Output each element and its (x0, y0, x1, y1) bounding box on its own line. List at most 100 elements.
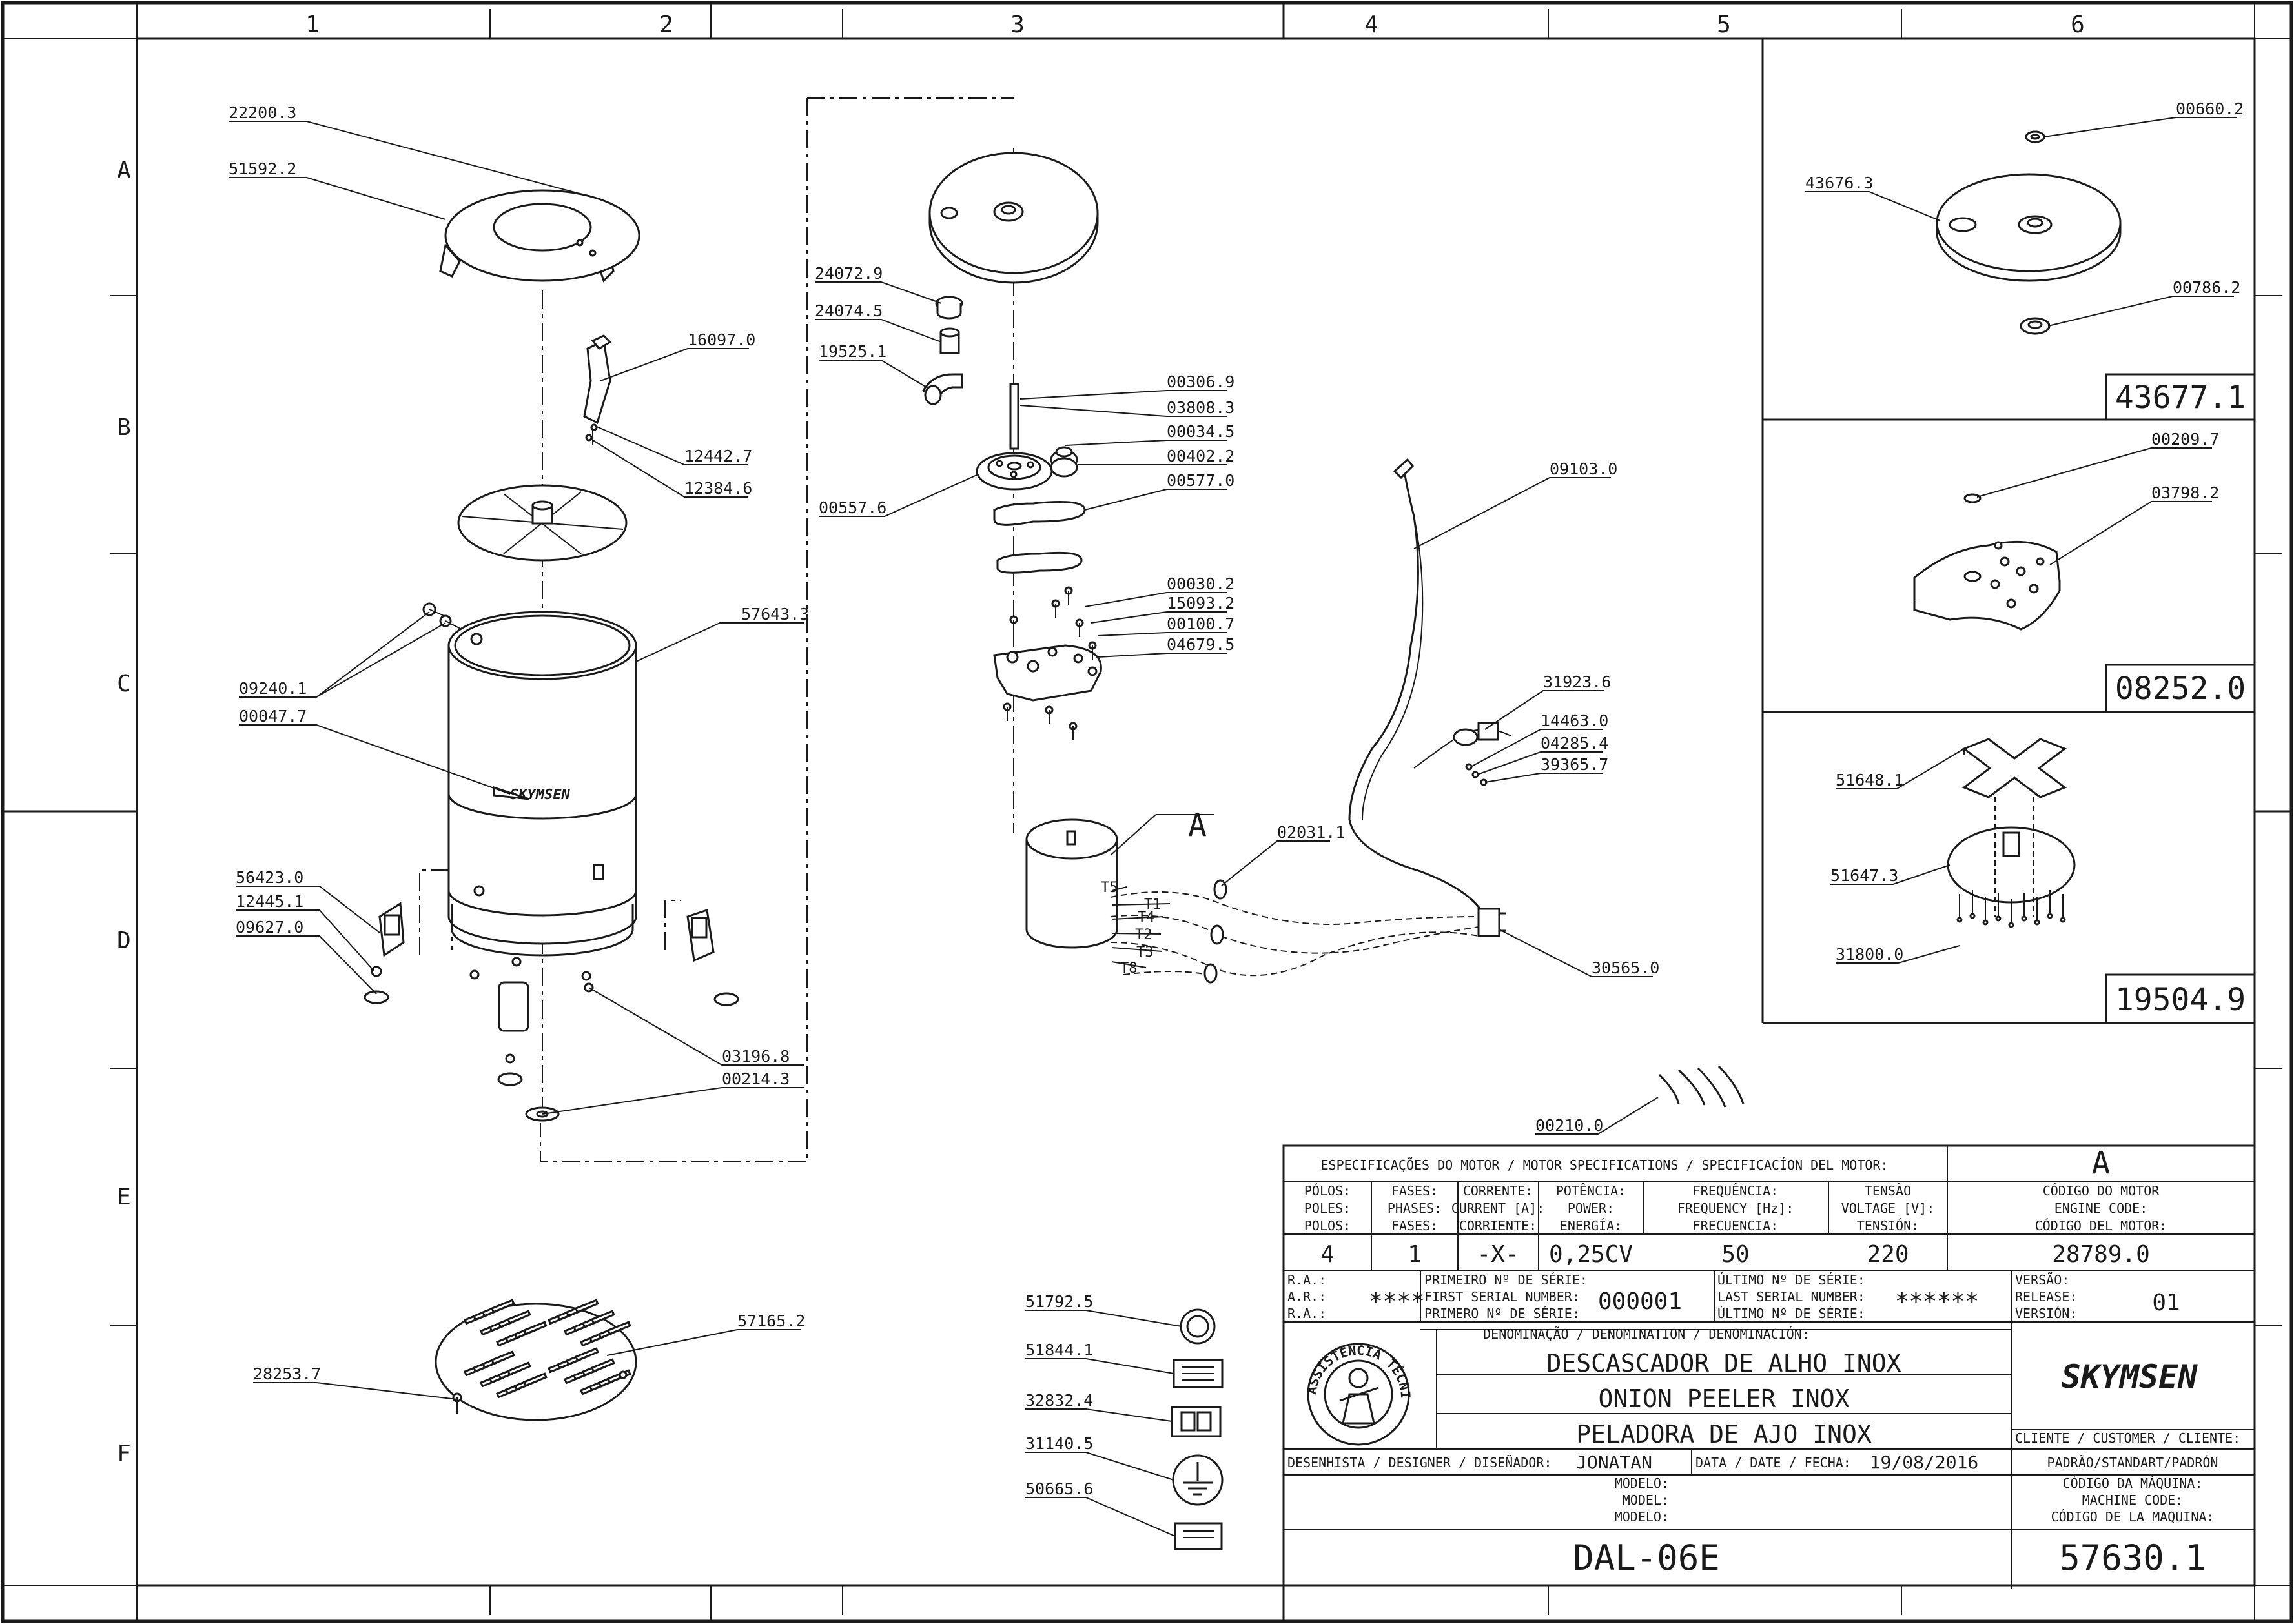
customer-label: CLIENTE / CUSTOMER / CLIENTE: (2015, 1430, 2240, 1446)
drive-shaft (1009, 383, 1019, 450)
spec-header-label: PHASES: (1388, 1201, 1442, 1216)
motor-spec-label: A (2092, 1145, 2111, 1181)
last-serial-label-2: LAST SERIAL NUMBER: (1717, 1289, 1865, 1304)
part-number-label: 12445.1 (236, 892, 303, 911)
spec-header-label: CURRENT [A]: (1451, 1201, 1545, 1216)
spec-header-label: CORRIENTE: (1459, 1218, 1537, 1233)
version-label-3: VERSIÓN: (2015, 1306, 2077, 1321)
ra-label-2: A.R.: (1287, 1289, 1326, 1304)
grid-ticks (110, 9, 2282, 1615)
cable-ties (1658, 1065, 1745, 1108)
part-number-label: 51792.5 (1025, 1292, 1093, 1311)
spec-header-label: TENSÃO (1865, 1183, 1911, 1199)
grid-row-label: A (117, 157, 131, 184)
part-number-label: 00306.9 (1167, 372, 1234, 391)
last-serial-label-1: ÚLTIMO Nº DE SÉRIE: (1717, 1272, 1865, 1288)
spec-value: 28789.0 (2052, 1241, 2150, 1268)
first-serial-value: 000001 (1598, 1288, 1682, 1315)
feet-brackets (364, 902, 739, 1086)
part-number-label: 16097.0 (688, 330, 755, 349)
part-number-label: 30565.0 (1592, 959, 1659, 977)
part-number-label: 57643.3 (741, 605, 809, 624)
version-label-1: VERSÃO: (2015, 1272, 2069, 1288)
spec-header-label: ENERGÍA: (1560, 1218, 1622, 1233)
part-number-label: 09627.0 (236, 918, 303, 937)
part-labels: 22200.351592.216097.012442.712384.657643… (229, 99, 2244, 1498)
part-number-label: 12384.6 (684, 479, 752, 498)
part-number-label: 15093.2 (1167, 594, 1234, 613)
part-number-label: 57165.2 (737, 1312, 805, 1330)
service-seal: ASSISTÊNCIA TÉCNICA AUTORIZADA (0, 0, 1413, 1446)
spec-header-label: FASES: (1391, 1218, 1438, 1233)
part-number-label: 09240.1 (239, 679, 307, 698)
part-number-label: 00660.2 (2176, 99, 2244, 118)
abrasive-disc (457, 484, 628, 562)
date-value: 19/08/2016 (1870, 1452, 1979, 1473)
spec-header-label: CÓDIGO DO MOTOR (2043, 1183, 2160, 1199)
assembly-code-1: 43677.1 (2115, 380, 2246, 416)
spec-header-label: FREQUÊNCIA: (1693, 1183, 1778, 1199)
part-number-label: 31800.0 (1836, 945, 1903, 964)
part-number-label: 00214.3 (722, 1070, 790, 1088)
grid-row-label: E (117, 1184, 131, 1210)
model-label-2: MODEL: (1623, 1492, 1669, 1508)
part-number-label: 43676.3 (1805, 174, 1873, 192)
spec-value: 220 (1867, 1241, 1909, 1268)
grid-row-label: D (117, 928, 131, 954)
spec-headers: PÓLOS:POLES:POLOS:FASES:PHASES:FASES:COR… (1304, 1183, 2167, 1233)
part-number-label: 03808.3 (1167, 398, 1234, 417)
machine-code-label-1: CÓDIGO DA MÁQUINA: (2063, 1476, 2203, 1491)
part-number-label: 51647.3 (1830, 866, 1898, 885)
part-number-label: 51844.1 (1025, 1341, 1093, 1359)
part-leader-lines (229, 117, 2237, 1537)
grid-column-label: 2 (659, 12, 673, 38)
drive-belt (993, 501, 1086, 526)
part-number-label: 12442.7 (684, 447, 752, 465)
motor-wire-label: T2 (1135, 927, 1152, 943)
first-serial-label-3: PRIMERO Nº DE SÉRIE: (1424, 1306, 1580, 1321)
part-number-label: 00100.7 (1167, 614, 1234, 633)
bracket-assembly (1913, 493, 2061, 631)
part-number-label: 00034.5 (1167, 422, 1234, 441)
grid-column-label: 1 (305, 12, 320, 38)
spec-header-label: POLOS: (1304, 1218, 1351, 1233)
paddle-assembly (1947, 738, 2076, 928)
part-number-label: 28253.7 (253, 1365, 321, 1383)
part-number-label: 00047.7 (239, 707, 307, 726)
part-number-label: 04679.5 (1167, 635, 1234, 654)
part-number-label: 03798.2 (2151, 483, 2219, 502)
part-number-label: 02031.1 (1277, 823, 1345, 842)
motor-wire-label: T5 (1101, 880, 1118, 896)
main-cylinder: SKYMSEN (447, 611, 637, 957)
machine-code-label-2: MACHINE CODE: (2082, 1492, 2184, 1508)
grid-row-label: F (117, 1441, 131, 1467)
paddle-screws (1956, 890, 2066, 928)
version-label-2: RELEASE: (2015, 1289, 2077, 1304)
grid-column-label: 3 (1010, 12, 1025, 38)
disc-assembly (1936, 130, 2122, 335)
customer-value: PADRÃO/STANDART/PADRÓN (2047, 1455, 2218, 1470)
grid-column-label: 6 (2071, 12, 2085, 38)
spec-header-label: POWER: (1568, 1201, 1614, 1216)
part-number-label: 31923.6 (1543, 673, 1611, 691)
part-number-label: 24072.9 (815, 264, 883, 283)
peeler-body-assembly: SKYMSEN (364, 189, 739, 1421)
part-number-label: 56423.0 (236, 868, 303, 887)
part-number-label: 00402.2 (1167, 447, 1234, 465)
part-number-label: 00577.0 (1167, 471, 1234, 490)
cylinder-logo: SKYMSEN (510, 787, 570, 803)
subassembly-panels: 43677.1 08252.0 19504.9 (1761, 39, 2256, 1024)
spec-header-label: PÓLOS: (1304, 1183, 1351, 1199)
info-sticker-icon (1174, 1522, 1223, 1550)
model-label-1: MODELO: (1615, 1476, 1669, 1491)
last-serial-value: ****** (1895, 1288, 1979, 1315)
machine-code-value: 57630.1 (2059, 1538, 2206, 1578)
spec-header-label: TENSIÓN: (1857, 1218, 1919, 1233)
part-number-label: 39365.7 (1541, 755, 1608, 774)
name-pt: DESCASCADOR DE ALHO INOX (1546, 1349, 1901, 1377)
grid-row-label: B (117, 414, 131, 441)
